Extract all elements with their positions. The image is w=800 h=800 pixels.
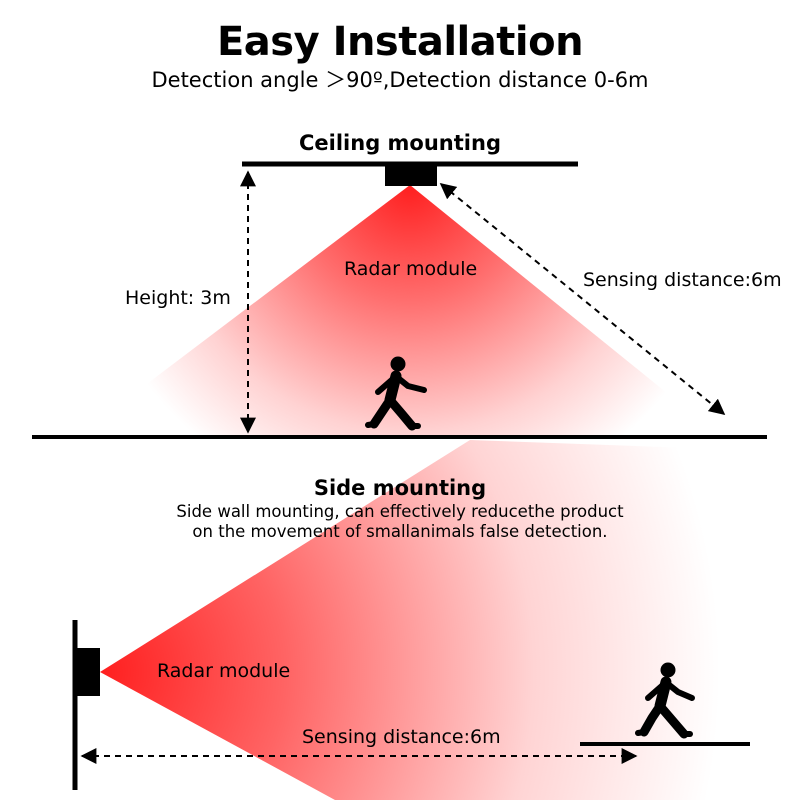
ceiling-radar-module-label: Radar module: [344, 258, 478, 280]
side-radar-module-label: Radar module: [157, 660, 291, 682]
side-mounting-title: Side mounting: [313, 476, 487, 500]
side-radar-module-icon: [75, 648, 100, 696]
ceiling-mounting-title: Ceiling mounting: [299, 131, 501, 155]
page-title: Easy Installation: [216, 19, 584, 65]
side-description-line2: on the movement of smallanimals false de…: [192, 522, 608, 541]
height-label: Height: 3m: [125, 287, 231, 309]
ceiling-distance-arrow: [439, 182, 726, 416]
side-description-line1: Side wall mounting, can effectively redu…: [176, 502, 624, 521]
walking-person-icon: [635, 662, 695, 739]
ceiling-distance-label: Sensing distance:6m: [583, 269, 782, 291]
side-distance-label: Sensing distance:6m: [302, 726, 501, 748]
page-subtitle: Detection angle ＞90º,Detection distance …: [151, 68, 649, 92]
ceiling-radar-module-icon: [385, 164, 437, 186]
walking-person-icon: [365, 356, 427, 431]
ceiling-detection-beam: [78, 185, 720, 436]
side-detection-beam: [100, 440, 800, 800]
